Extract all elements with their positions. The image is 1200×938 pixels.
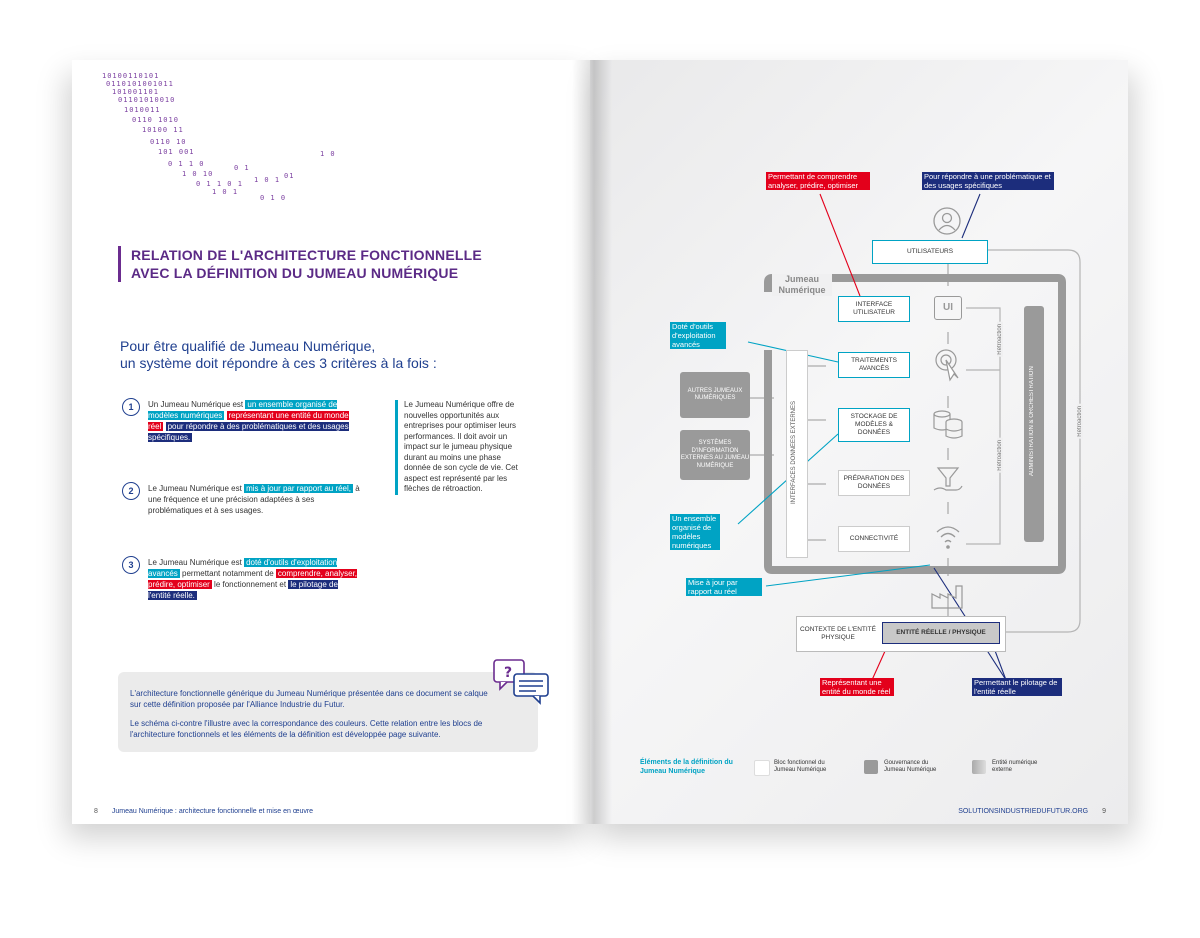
contexte-label: CONTEXTE DE L'ENTITÉ PHYSIQUE	[799, 626, 876, 641]
intro-line-1: Pour être qualifié de Jumeau Numérique,	[120, 338, 376, 354]
retroaction-label-1: Rétroaction	[997, 322, 1003, 357]
label-ensemble: Un ensemble organisé de modèles numériqu…	[670, 514, 720, 550]
jumeau-frame-title: Jumeau Numérique	[772, 274, 832, 296]
block-interface-utilisateur: INTERFACE UTILISATEUR	[838, 296, 910, 322]
legend-title: Éléments de la définition du Jumeau Numé…	[640, 759, 733, 775]
footer-website: SOLUTIONSINDUSTRIEDUFUTUR.ORG	[958, 808, 1089, 815]
label-representant: Représentant une entité du monde réel	[820, 678, 894, 696]
interfaces-donnees-externes-bar	[786, 350, 808, 558]
right-page: Permettant de comprendre analyser, prédi…	[590, 60, 1128, 824]
title-line-2: AVEC LA DÉFINITION DU JUMEAU NUMÉRIQUE	[131, 265, 459, 281]
wifi-icon	[934, 522, 962, 557]
criterion-text: Le Jumeau Numérique est	[148, 484, 242, 493]
block-connectivite: CONNECTIVITÉ	[838, 526, 910, 552]
info-paragraph-1: L'architecture fonctionnelle générique d…	[130, 689, 488, 709]
external-autres-jumeaux: AUTRES JUMEAUX NUMÉRIQUES	[680, 372, 750, 418]
legend-swatch-entite	[972, 760, 986, 774]
block-traitements-avances: TRAITEMENTS AVANCÉS	[838, 352, 910, 378]
user-icon	[932, 206, 962, 241]
side-note: Le Jumeau Numérique offre de nouvelles o…	[395, 400, 524, 495]
criterion-number: 2	[122, 482, 140, 500]
external-systemes-information: SYSTÈMES D'INFORMATION EXTERNES AU JUMEA…	[680, 430, 750, 480]
criterion-text: le fonctionnement et	[214, 580, 287, 589]
block-preparation-donnees: PRÉPARATION DES DONNÉES	[838, 470, 910, 496]
database-icon	[930, 406, 966, 447]
label-outils: Doté d'outils d'exploitation avancés	[670, 322, 726, 349]
criterion-text: Le Jumeau Numérique est	[148, 558, 242, 567]
svg-text:?: ?	[504, 665, 512, 681]
criterion-text: à une fréquence et une précision adaptée…	[148, 484, 360, 515]
criterion-number: 3	[122, 556, 140, 574]
administration-orchestration-label: ADMINISTRATION & ORCHESTRATION	[1029, 366, 1035, 476]
block-stockage: STOCKAGE DE MODÈLES & DONNÉES	[838, 408, 910, 442]
footer-text: Jumeau Numérique : architecture fonction…	[111, 808, 314, 815]
brochure-spread: 10100110101 0110101001011 101001101 0110…	[72, 60, 1128, 824]
block-entite-reelle: ENTITÉ RÉELLE / PHYSIQUE	[882, 622, 1000, 644]
label-repondre: Pour répondre à une problématique et des…	[922, 172, 1054, 190]
label-pilotage: Permettant le pilotage de l'entité réell…	[972, 678, 1062, 696]
click-target-icon	[934, 348, 964, 387]
label-comprendre: Permettant de comprendre analyser, prédi…	[766, 172, 870, 190]
highlight-cyan: mis à jour par rapport au réel,	[244, 484, 353, 493]
criterion-text: permettant notamment de	[182, 569, 274, 578]
criterion-number: 1	[122, 398, 140, 416]
section-title: RELATION DE L'ARCHITECTURE FONCTIONNELLE…	[118, 246, 482, 282]
left-page: 10100110101 0110101001011 101001101 0110…	[72, 60, 590, 824]
legend-swatch-bloc	[754, 760, 770, 776]
criterion-text: Un Jumeau Numérique est	[148, 400, 244, 409]
ui-icon: UI	[934, 296, 962, 320]
retroaction-label-2: Rétroaction	[997, 438, 1003, 473]
intro-text: Pour être qualifié de Jumeau Numérique, …	[120, 338, 437, 372]
label-maj: Mise à jour par rapport au réel	[686, 578, 762, 596]
block-utilisateurs: UTILISATEURS	[872, 240, 988, 264]
title-line-1: RELATION DE L'ARCHITECTURE FONCTIONNELLE	[131, 247, 482, 263]
funnel-hand-icon	[932, 464, 964, 503]
factory-icon	[930, 582, 966, 615]
info-paragraph-2: Le schéma ci-contre l'illustre avec la c…	[130, 719, 483, 739]
legend-swatch-gouv	[864, 760, 878, 774]
administration-orchestration-bar	[1024, 306, 1044, 542]
binary-pattern-decoration: 10100110101 0110101001011 101001101 0110…	[102, 72, 336, 202]
intro-line-2: un système doit répondre à ces 3 critère…	[120, 355, 437, 371]
legend-bloc: Bloc fonctionnel du Jumeau Numérique	[774, 760, 827, 773]
highlight-navy: pour répondre à des problématiques et de…	[148, 422, 349, 442]
retroaction-label-3: Rétroaction	[1077, 404, 1083, 439]
interfaces-donnees-externes-label: INTERFACES DONNÉES EXTERNES	[791, 400, 797, 504]
chat-question-icon: ?	[492, 658, 552, 713]
left-footer: 8 Jumeau Numérique : architecture fonctio…	[94, 808, 313, 815]
page-number: 9	[1102, 808, 1106, 815]
legend-gouv: Gouvernance du Jumeau Numérique	[884, 760, 937, 773]
page-number: 8	[94, 808, 98, 815]
info-box: L'architecture fonctionnelle générique d…	[118, 672, 538, 752]
right-footer: SOLUTIONSINDUSTRIEDUFUTUR.ORG 9	[958, 808, 1106, 815]
legend-entite: Entité numérique externe	[992, 760, 1038, 773]
